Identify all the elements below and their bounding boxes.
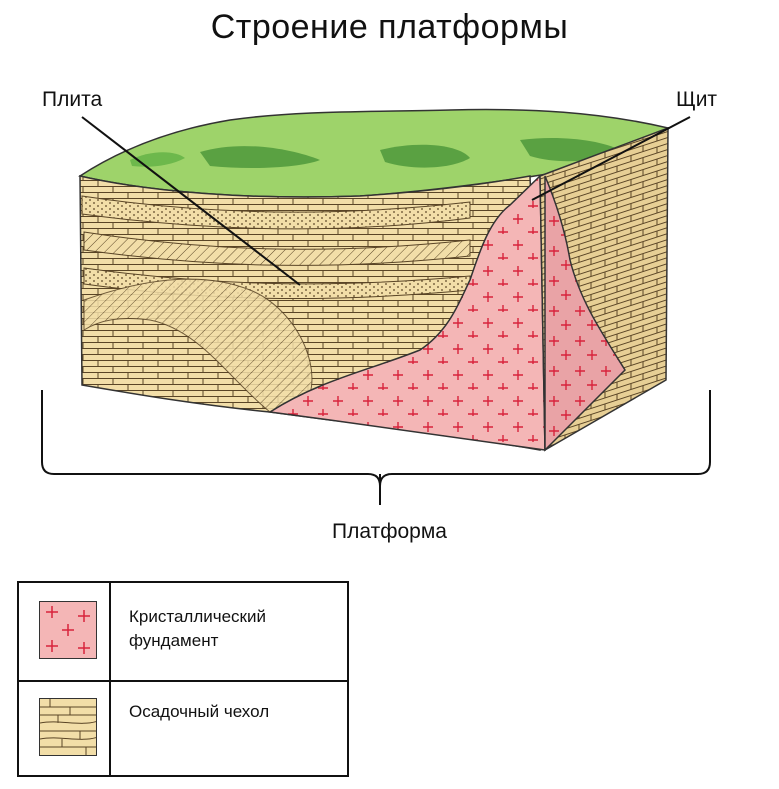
shield-label: Щит: [676, 88, 718, 111]
grass-dark-patch-1: [200, 146, 320, 168]
legend-row-basement: Кристаллический фундамент: [19, 583, 347, 682]
platform-label: Платформа: [332, 520, 447, 543]
hatched-band: [83, 231, 471, 266]
plate-label: Плита: [42, 88, 103, 111]
legend-divider: [109, 583, 111, 775]
diagram-title: Строение платформы: [210, 8, 569, 46]
dotted-band: [81, 195, 471, 230]
plate-leader-line: [81, 116, 301, 286]
platform-block-diagram: [41, 108, 711, 505]
grass-dark-patch-2: [380, 144, 470, 168]
sedimentary-cover-swatch: [39, 698, 97, 756]
legend-row-sediment: Осадочный чехол: [19, 680, 347, 777]
basement-side: [544, 175, 626, 452]
shield-leader-line: [531, 116, 691, 201]
legend: Кристаллический фундамент Осадочный чехо…: [17, 581, 349, 777]
grass-dark-patch-4: [130, 152, 185, 167]
basement-front: [267, 174, 546, 451]
crystalline-basement-swatch: [39, 601, 97, 659]
legend-label-sediment: Осадочный чехол: [129, 702, 270, 721]
legend-label-basement: Кристаллический фундамент: [129, 607, 266, 650]
